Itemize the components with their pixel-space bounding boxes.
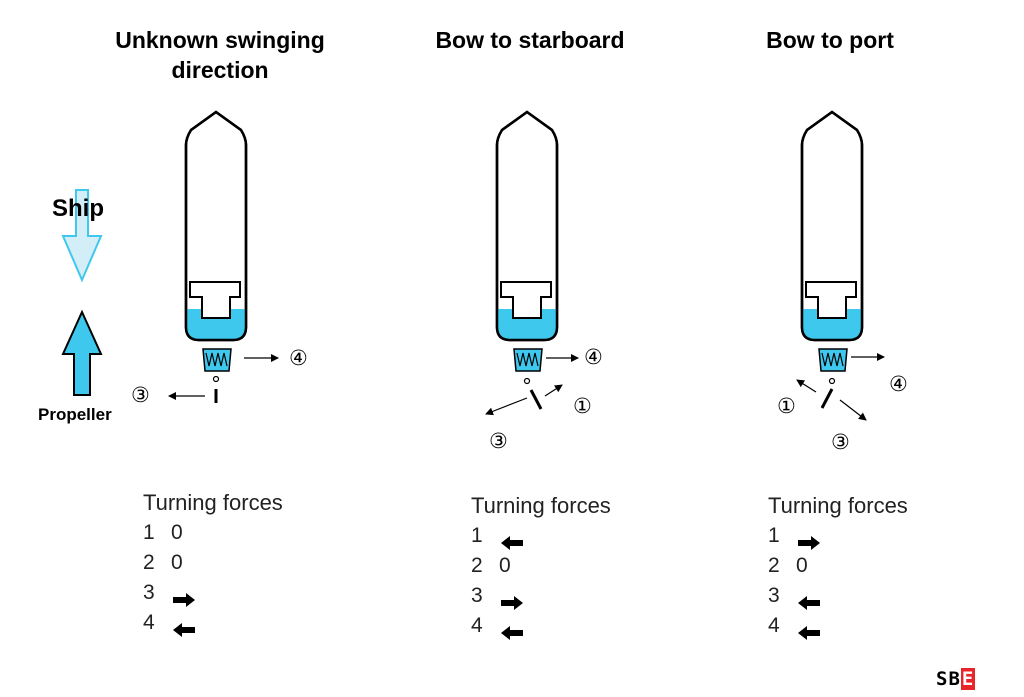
panel-1-title: Unknown swinging direction	[115, 27, 325, 83]
turning-forces-heading: Turning forces	[143, 490, 283, 515]
panel-1-marker-3: ③	[131, 383, 150, 407]
force-row: 3	[143, 578, 283, 608]
force-row: 4	[471, 611, 611, 641]
force-row: 3	[471, 581, 611, 611]
ship-3	[796, 110, 885, 421]
force-row: 4	[143, 608, 283, 638]
panel-1-marker-4: ④	[289, 346, 308, 370]
arrow-left-icon	[173, 616, 195, 637]
panel-3-title: Bow to port	[766, 27, 894, 53]
force-row: 1	[471, 521, 611, 551]
ship-2	[485, 110, 579, 416]
force-arrow-3	[839, 399, 867, 421]
force-row: 1	[768, 521, 908, 551]
turning-forces-heading: Turning forces	[768, 493, 908, 518]
panel-3-marker-3: ③	[831, 430, 850, 454]
panel-2-title: Bow to starboard	[435, 27, 625, 53]
arrow-right-icon	[173, 586, 195, 607]
panel-3-marker-4: ④	[889, 372, 908, 396]
ship-direction-arrow	[61, 189, 103, 283]
ship-label: Ship	[52, 195, 104, 222]
propeller-label: Propeller	[38, 405, 112, 424]
force-row: 3	[768, 581, 908, 611]
arrow-left-icon	[798, 619, 820, 640]
arrow-left-icon	[501, 529, 523, 550]
engine-block	[189, 281, 241, 319]
propeller-direction-arrow	[61, 309, 103, 396]
force-arrow-3	[485, 397, 528, 416]
sbe-logo: SBE	[936, 668, 976, 690]
arrow-right-icon	[798, 529, 820, 550]
arrow-left-icon	[798, 589, 820, 610]
force-arrow-1	[544, 384, 563, 397]
rudder	[820, 388, 834, 409]
arrow-left-icon	[501, 619, 523, 640]
force-arrow-1	[796, 379, 817, 393]
force-row: 4	[768, 611, 908, 641]
engine-block	[805, 281, 857, 319]
engine-block	[500, 281, 552, 319]
arrow-right-icon	[501, 589, 523, 610]
panel-3-marker-1: ①	[777, 394, 796, 418]
rudder	[529, 389, 543, 410]
turning-forces-heading: Turning forces	[471, 493, 611, 518]
panel-2-marker-4: ④	[584, 345, 603, 369]
panel-2-marker-1: ①	[573, 394, 592, 418]
panel-2-marker-3: ③	[489, 429, 508, 453]
ship-1	[168, 110, 279, 403]
